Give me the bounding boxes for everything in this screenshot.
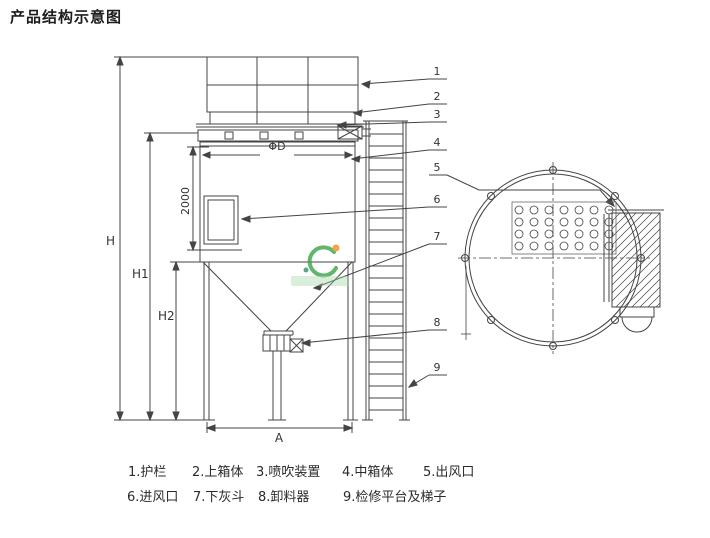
inlet-port <box>203 195 239 245</box>
part-number-7: 7 <box>434 230 441 243</box>
legend-item-7: 7.下灰斗 <box>193 490 245 505</box>
outlet-duct <box>479 189 664 333</box>
legend-item-6: 6.进风口 <box>127 490 179 505</box>
legend-item-8: 8.卸料器 <box>258 490 310 505</box>
top-view-dim-ticks <box>461 266 471 340</box>
watermark-logo <box>291 244 349 286</box>
outlet-hatching <box>611 212 661 308</box>
leader-callouts <box>240 78 615 388</box>
front-view <box>196 56 410 421</box>
watermark-text-illegible <box>291 276 349 286</box>
guardrail <box>206 56 359 124</box>
part-number-8: 8 <box>434 316 441 329</box>
legend-item-5: 5.出风口 <box>423 465 475 480</box>
dimension-labels: H H1 H2 2000 ΦD A <box>106 140 286 445</box>
part-number-6: 6 <box>434 193 441 206</box>
support-legs <box>199 262 358 421</box>
legend-item-4: 4.中箱体 <box>342 465 394 480</box>
legend-item-9: 9.检修平台及梯子 <box>343 490 447 505</box>
dim-label-H1: H1 <box>132 267 149 281</box>
legend-item-3: 3.喷吹装置 <box>256 465 321 480</box>
part-number-9: 9 <box>434 361 441 374</box>
ladder-rungs <box>369 133 403 411</box>
ladder <box>362 120 410 421</box>
dim-label-A: A <box>275 431 284 445</box>
dim-label-H2: H2 <box>158 309 175 323</box>
filter-bag-tube-sheet <box>511 201 617 302</box>
watermark-dot2-icon <box>303 267 309 273</box>
part-number-2: 2 <box>434 90 441 103</box>
part-number-3: 3 <box>434 108 441 121</box>
legend-item-1: 1.护栏 <box>128 465 167 480</box>
page-title: 产品结构示意图 <box>10 8 123 26</box>
part-number-1: 1 <box>434 65 441 78</box>
dimension-lines <box>114 55 354 433</box>
watermark-dot-icon <box>332 244 340 252</box>
legend-item-2: 2.上箱体 <box>192 465 244 480</box>
dim-label-2000: 2000 <box>179 187 192 215</box>
top-view <box>458 162 664 354</box>
discharge-valve <box>262 334 304 353</box>
part-number-4: 4 <box>434 136 441 149</box>
dim-label-H: H <box>106 234 115 248</box>
main-box <box>199 141 356 263</box>
part-number-5: 5 <box>434 161 441 174</box>
part-numbers: 1 2 3 4 5 6 7 8 9 <box>434 65 441 374</box>
flange-bolt-holes <box>461 166 645 350</box>
watermark-swoosh-icon <box>307 245 338 278</box>
